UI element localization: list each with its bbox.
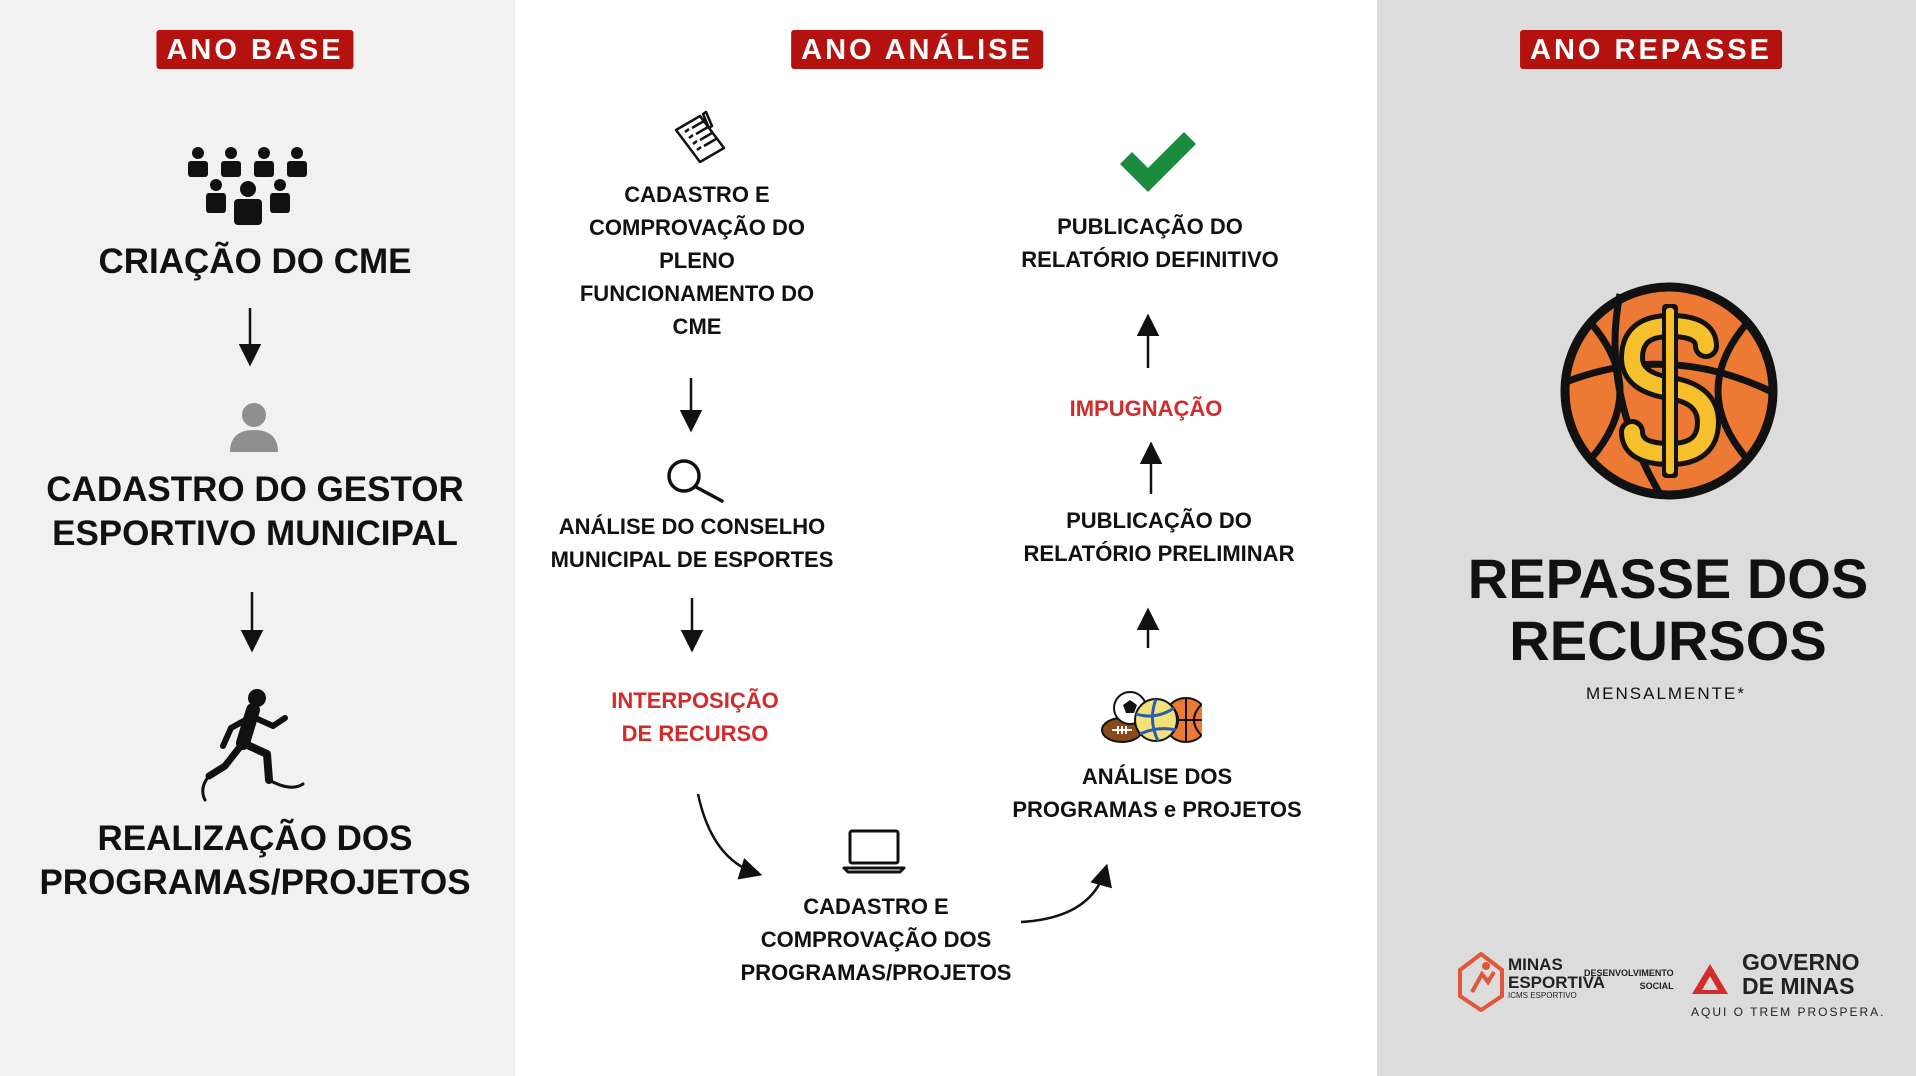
ano-base-panel xyxy=(0,0,515,1076)
runner-icon xyxy=(201,689,305,802)
minas-esportiva-logo-icon xyxy=(1458,952,1504,1012)
sports-balls-icon xyxy=(1101,691,1202,743)
analise-conselho-label: ANÁLISE DO CONSELHO MUNICIPAL DE ESPORTE… xyxy=(550,514,834,572)
repasse-recursos-title: REPASSE DOS RECURSOS xyxy=(1467,547,1869,672)
relatorio-definitivo-label: PUBLICAÇÃO DO RELATÓRIO DEFINITIVO xyxy=(1021,214,1279,272)
person-icon xyxy=(230,403,278,452)
cadastro-gestor-label: CADASTRO DO GESTOR ESPORTIVO MUNICIPAL xyxy=(46,470,464,553)
cadastro-programas-label: CADASTRO E COMPROVAÇÃO DOS PROGRAMAS/PRO… xyxy=(740,894,1012,985)
analise-programas-label: ANÁLISE DOS PROGRAMAS e PROJETOS xyxy=(1012,764,1302,822)
governo-slogan: AQUI O TREM PROSPERA. xyxy=(1691,1005,1886,1019)
mensalmente-note: MENSALMENTE* xyxy=(1585,684,1747,703)
basketball-dollar-icon xyxy=(1560,282,1778,500)
governo-minas-logo: GOVERNO DE MINAS xyxy=(1742,949,1860,1000)
magnifier-icon xyxy=(667,459,724,503)
relatorio-preliminar-label: PUBLICAÇÃO DO RELATÓRIO PRELIMINAR xyxy=(1023,508,1295,566)
ano-repasse-header: ANO REPASSE xyxy=(1520,30,1782,69)
realizacao-programas-label: REALIZAÇÃO DOS PROGRAMAS/PROJETOS xyxy=(39,819,471,902)
checkmark-icon xyxy=(1120,132,1196,192)
checklist-icon xyxy=(674,110,726,164)
desenvolvimento-social-logo: DESENVOLVIMENTO SOCIAL xyxy=(1584,968,1674,991)
laptop-icon xyxy=(842,829,906,874)
cadastro-pleno-funcionamento-label: CADASTRO E COMPROVAÇÃO DO PLENO FUNCIONA… xyxy=(579,182,815,339)
people-group-icon xyxy=(188,147,307,225)
interposicao-recurso-label: INTERPOSIÇÃO DE RECURSO xyxy=(611,688,779,746)
ano-base-header: ANO BASE xyxy=(156,30,354,69)
criacao-cme-label: CRIAÇÃO DO CME xyxy=(98,242,412,281)
ano-analise-header: ANO ANÁLISE xyxy=(791,30,1043,69)
minas-esportiva-logo: MINAS ESPORTIVA ICMS ESPORTIVO xyxy=(1508,955,1605,1000)
ano-analise-panel xyxy=(515,0,1377,1076)
ano-repasse-panel xyxy=(1377,0,1916,1076)
impugnacao-label: IMPUGNAÇÃO xyxy=(1069,396,1223,421)
governo-minas-triangle-icon xyxy=(1692,964,1728,994)
